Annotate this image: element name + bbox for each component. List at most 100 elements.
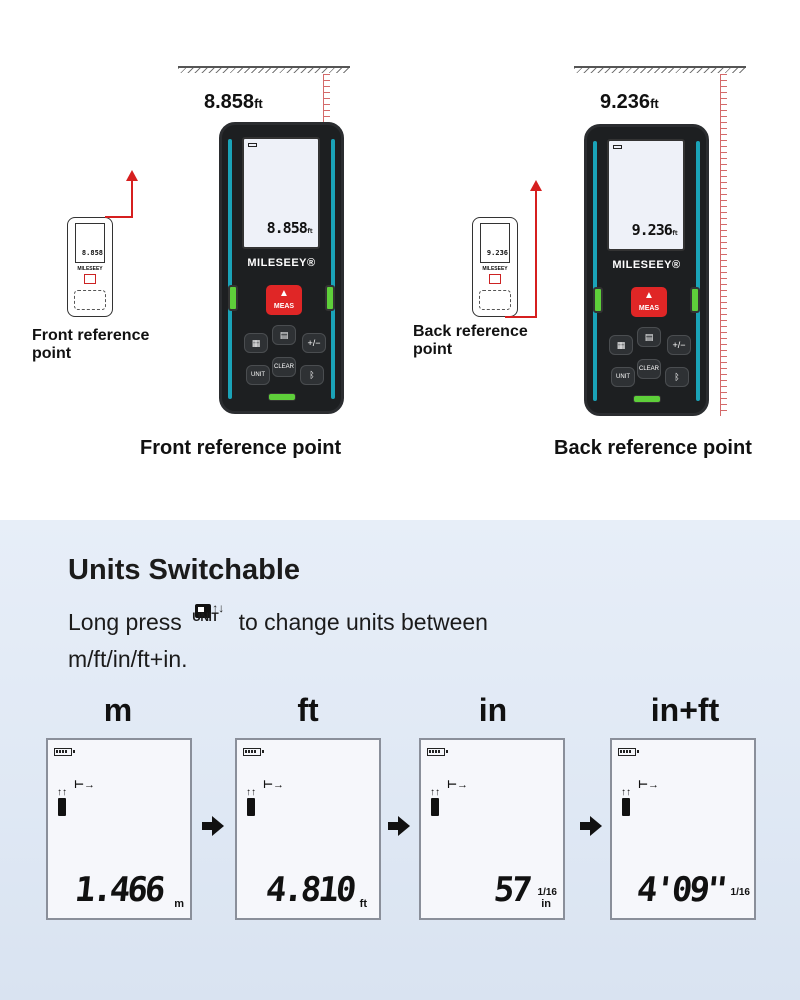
device-reading: 8.858ft (266, 219, 313, 237)
front-side-label: Front reference point (32, 327, 150, 362)
front-arrow-line (105, 216, 133, 218)
device-reference-icon: ↑↑ (245, 788, 259, 818)
function-button[interactable]: ▦ (609, 335, 633, 355)
horizontal-level-icon (633, 395, 661, 403)
section-heading: Units Switchable (68, 554, 301, 586)
front-arrow-head (126, 170, 138, 181)
front-device: 8.858ft MILESEEY® MEAS ▦ ▤ +/− UNIT CLEA… (219, 122, 344, 414)
description-suffix: to change units between (238, 609, 488, 635)
front-measurement: 8.858ft (204, 91, 263, 114)
lcd-fraction: 1/16 (537, 887, 557, 898)
mini-keypad (74, 290, 106, 310)
lcd-reading: 1.466 (72, 870, 165, 910)
plus-minus-button[interactable]: +/− (302, 333, 326, 353)
horizontal-level-icon (268, 393, 296, 401)
function-button[interactable]: ▦ (244, 333, 268, 353)
plus-minus-button[interactable]: +/− (667, 335, 691, 355)
battery-icon (248, 143, 257, 147)
device-trim (696, 141, 700, 401)
ceiling-front (178, 66, 350, 73)
unit-title-in-ft: in+ft (650, 692, 720, 728)
front-measurement-value: 8.858 (204, 91, 255, 113)
battery-icon (427, 748, 448, 756)
mini-brand: MILESEEY (77, 266, 103, 272)
mini-screen (75, 223, 105, 263)
right-arrow-icon (388, 814, 412, 838)
lcd-display-in-ft: ⊢→ ↑↑ 4'09" 1/16 (610, 738, 756, 920)
bluetooth-button[interactable]: ᛒ (300, 365, 324, 385)
back-side-label: Back reference point (413, 323, 528, 358)
ceiling-back (574, 66, 746, 73)
back-measurement: 9.236ft (600, 91, 659, 114)
lcd-unit: m (174, 898, 184, 910)
ruler-back (720, 74, 730, 416)
mini-screen (480, 223, 510, 263)
range-arrow-icon: ⊢→ (638, 779, 660, 791)
right-arrow-icon (580, 814, 604, 838)
back-arrow-line (535, 190, 537, 318)
device-reference-icon: ↑↑ (56, 788, 70, 818)
range-arrow-icon: ⊢→ (263, 779, 285, 791)
device-screen: 8.858ft (242, 137, 320, 249)
back-device: 9.236ft MILESEEY® MEAS ▦ ▤ +/− UNIT CLEA… (584, 124, 709, 416)
lcd-display-ft: ⊢→ ↑↑ 4.810 ft (235, 738, 381, 920)
back-arrow-line (505, 316, 537, 318)
front-caption: Front reference point (140, 437, 342, 459)
unit-title-in: in (478, 692, 508, 728)
lcd-unit: in (541, 898, 551, 910)
memory-button[interactable]: ▤ (637, 327, 661, 347)
lcd-display-in: ⊢→ ↑↑ 57 1/16 in (419, 738, 565, 920)
reference-point-section: 8.858ft 8.858ft MILESEEY® MEAS ▦ ▤ +/− U… (0, 0, 800, 520)
unit-title-m: m (103, 692, 133, 728)
device-brand: MILESEEY® (247, 257, 316, 269)
battery-icon (54, 748, 75, 756)
back-arrow-head (530, 180, 542, 191)
description-prefix: Long press (68, 609, 182, 635)
range-arrow-icon: ⊢→ (74, 779, 96, 791)
battery-icon (243, 748, 264, 756)
mini-reading: 8.858 (81, 249, 103, 257)
range-arrow-icon: ⊢→ (447, 779, 469, 791)
lcd-reading: 4.810 (263, 870, 356, 910)
memory-button[interactable]: ▤ (272, 325, 296, 345)
device-trim (331, 139, 335, 399)
back-mini-device: 9.236 MILESEEY (472, 217, 518, 317)
device-screen: 9.236ft (607, 139, 685, 251)
meas-button[interactable]: MEAS (631, 287, 667, 317)
back-measurement-value: 9.236 (600, 91, 651, 113)
unit-button-icon: ↑↓UNIT (192, 601, 225, 624)
unit-title-ft: ft (297, 692, 319, 728)
bluetooth-button[interactable]: ᛒ (665, 367, 689, 387)
meas-button[interactable]: MEAS (266, 285, 302, 315)
front-measurement-unit: ft (254, 96, 263, 111)
description-line2: m/ft/in/ft+in. (68, 646, 188, 672)
lcd-unit: ft (359, 898, 367, 910)
lcd-reading: 4'09" (634, 870, 727, 910)
lcd-reading: 57 (491, 870, 532, 910)
front-mini-device: 8.858 MILESEEY (67, 217, 113, 317)
device-reading: 9.236ft (631, 221, 678, 239)
clear-button[interactable]: CLEAR (272, 357, 296, 377)
unit-button[interactable]: UNIT (246, 365, 270, 385)
clear-button[interactable]: CLEAR (637, 359, 661, 379)
mini-brand: MILESEEY (482, 266, 508, 272)
vertical-level-icon (593, 287, 603, 313)
section-description: Long press ↑↓UNIT to change units betwee… (68, 602, 588, 678)
units-switchable-section: Units Switchable Long press ↑↓UNIT to ch… (0, 520, 800, 1000)
device-trim (228, 139, 232, 399)
device-reference-icon: ↑↑ (620, 788, 634, 818)
device-reference-icon: ↑↑ (429, 788, 443, 818)
device-trim (593, 141, 597, 401)
vertical-level-icon (690, 287, 700, 313)
back-measurement-unit: ft (650, 96, 659, 111)
right-arrow-icon (202, 814, 226, 838)
mini-reading: 9.236 (486, 249, 508, 257)
unit-button[interactable]: UNIT (611, 367, 635, 387)
device-brand: MILESEEY® (612, 259, 681, 271)
vertical-level-icon (325, 285, 335, 311)
front-arrow-line (131, 180, 133, 218)
back-caption: Back reference point (554, 437, 752, 459)
mini-meas-button (489, 274, 501, 284)
lcd-display-m: ⊢→ ↑↑ 1.466 m (46, 738, 192, 920)
ruler-front (323, 74, 333, 126)
